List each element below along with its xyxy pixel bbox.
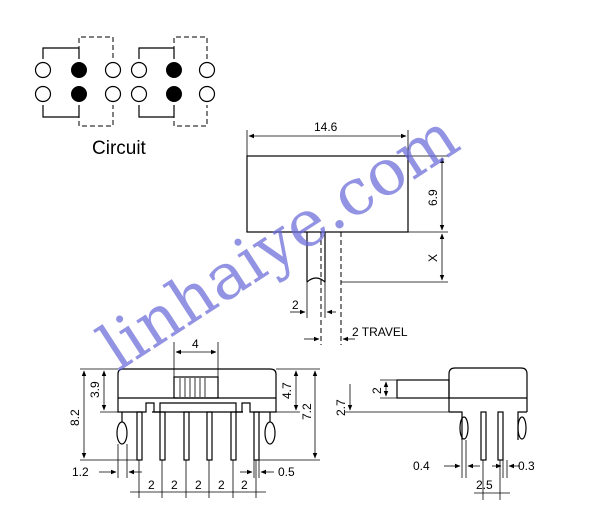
circuit-link-solid [138, 105, 175, 118]
actuator-width-label: 4 [192, 337, 199, 351]
pin [230, 411, 237, 461]
pin [206, 411, 213, 461]
actuator-knob [173, 376, 219, 399]
mount-leg-left [116, 421, 128, 445]
contact-common [71, 62, 87, 78]
contact-open [104, 61, 122, 79]
side-pitch-label: 2.5 [476, 478, 493, 492]
top-view: 14.6 6.9 X 2 2 TRAVEL [246, 120, 448, 345]
circuit-link-dashed [173, 105, 208, 127]
contact-open [34, 61, 52, 79]
switch-body-side [448, 367, 528, 412]
actuator-tip [306, 277, 326, 283]
circuit-group-left [34, 36, 122, 127]
mount-leg-side [517, 416, 527, 440]
mount-leg-right [264, 421, 276, 445]
switch-body-front [117, 368, 277, 398]
contact-open [130, 61, 148, 79]
circuit-link-dashed [173, 36, 208, 59]
pin [136, 411, 143, 461]
actuator-side [396, 379, 450, 399]
contact-open [198, 61, 216, 79]
pitch-label: 2 [148, 478, 155, 492]
pitch-label: 2 [241, 478, 248, 492]
switch-body-top [246, 155, 409, 233]
width-label: 14.6 [314, 120, 338, 134]
pitch-label: 2 [195, 478, 202, 492]
x-label: X [426, 254, 440, 262]
contact-common [166, 86, 182, 102]
mount-bracket [117, 398, 277, 413]
height-label: 6.9 [426, 189, 440, 206]
circuit-symbol: Circuit [34, 36, 216, 159]
pitch-label: 2 [171, 478, 178, 492]
circuit-group-right [130, 36, 216, 127]
contact-common [71, 86, 87, 102]
offset-label: 2 [292, 298, 299, 312]
contact-open [198, 85, 216, 103]
pin-left-label: 1.2 [72, 465, 89, 479]
circuit-link-solid [138, 47, 175, 59]
circuit-link-solid [42, 47, 80, 59]
front-view: 4 3.9 8.2 4.7 7.2 [68, 337, 320, 498]
height-label-right-a: 4.7 [280, 382, 294, 399]
pins [136, 411, 260, 461]
pin-right-label: 0.5 [278, 465, 295, 479]
side-pin-left-label: 0.4 [413, 459, 430, 473]
height-label-right-b: 7.2 [300, 403, 314, 420]
travel-label: 2 TRAVEL [352, 325, 408, 339]
height-label-total: 8.2 [68, 409, 82, 426]
circuit-link-dashed [78, 36, 114, 59]
pin-side [480, 411, 487, 461]
side-view: 2 2.7 0.4 0.3 2.5 [334, 367, 535, 500]
side-top-label: 2 [370, 387, 384, 394]
contact-common [166, 62, 182, 78]
contact-open [104, 85, 122, 103]
pin [253, 411, 260, 461]
pitch-label: 2 [218, 478, 225, 492]
contact-open [130, 85, 148, 103]
side-pin-right-label: 0.3 [518, 459, 535, 473]
circuit-label: Circuit [92, 138, 147, 159]
pin [183, 411, 190, 461]
pin-side [497, 411, 504, 461]
circuit-link-solid [42, 105, 80, 118]
side-height-label: 2.7 [334, 399, 348, 416]
mount-leg-side [459, 416, 469, 440]
pin [159, 411, 166, 461]
circuit-link-dashed [78, 105, 114, 127]
height-label-left: 3.9 [88, 381, 102, 398]
contact-open [34, 85, 52, 103]
